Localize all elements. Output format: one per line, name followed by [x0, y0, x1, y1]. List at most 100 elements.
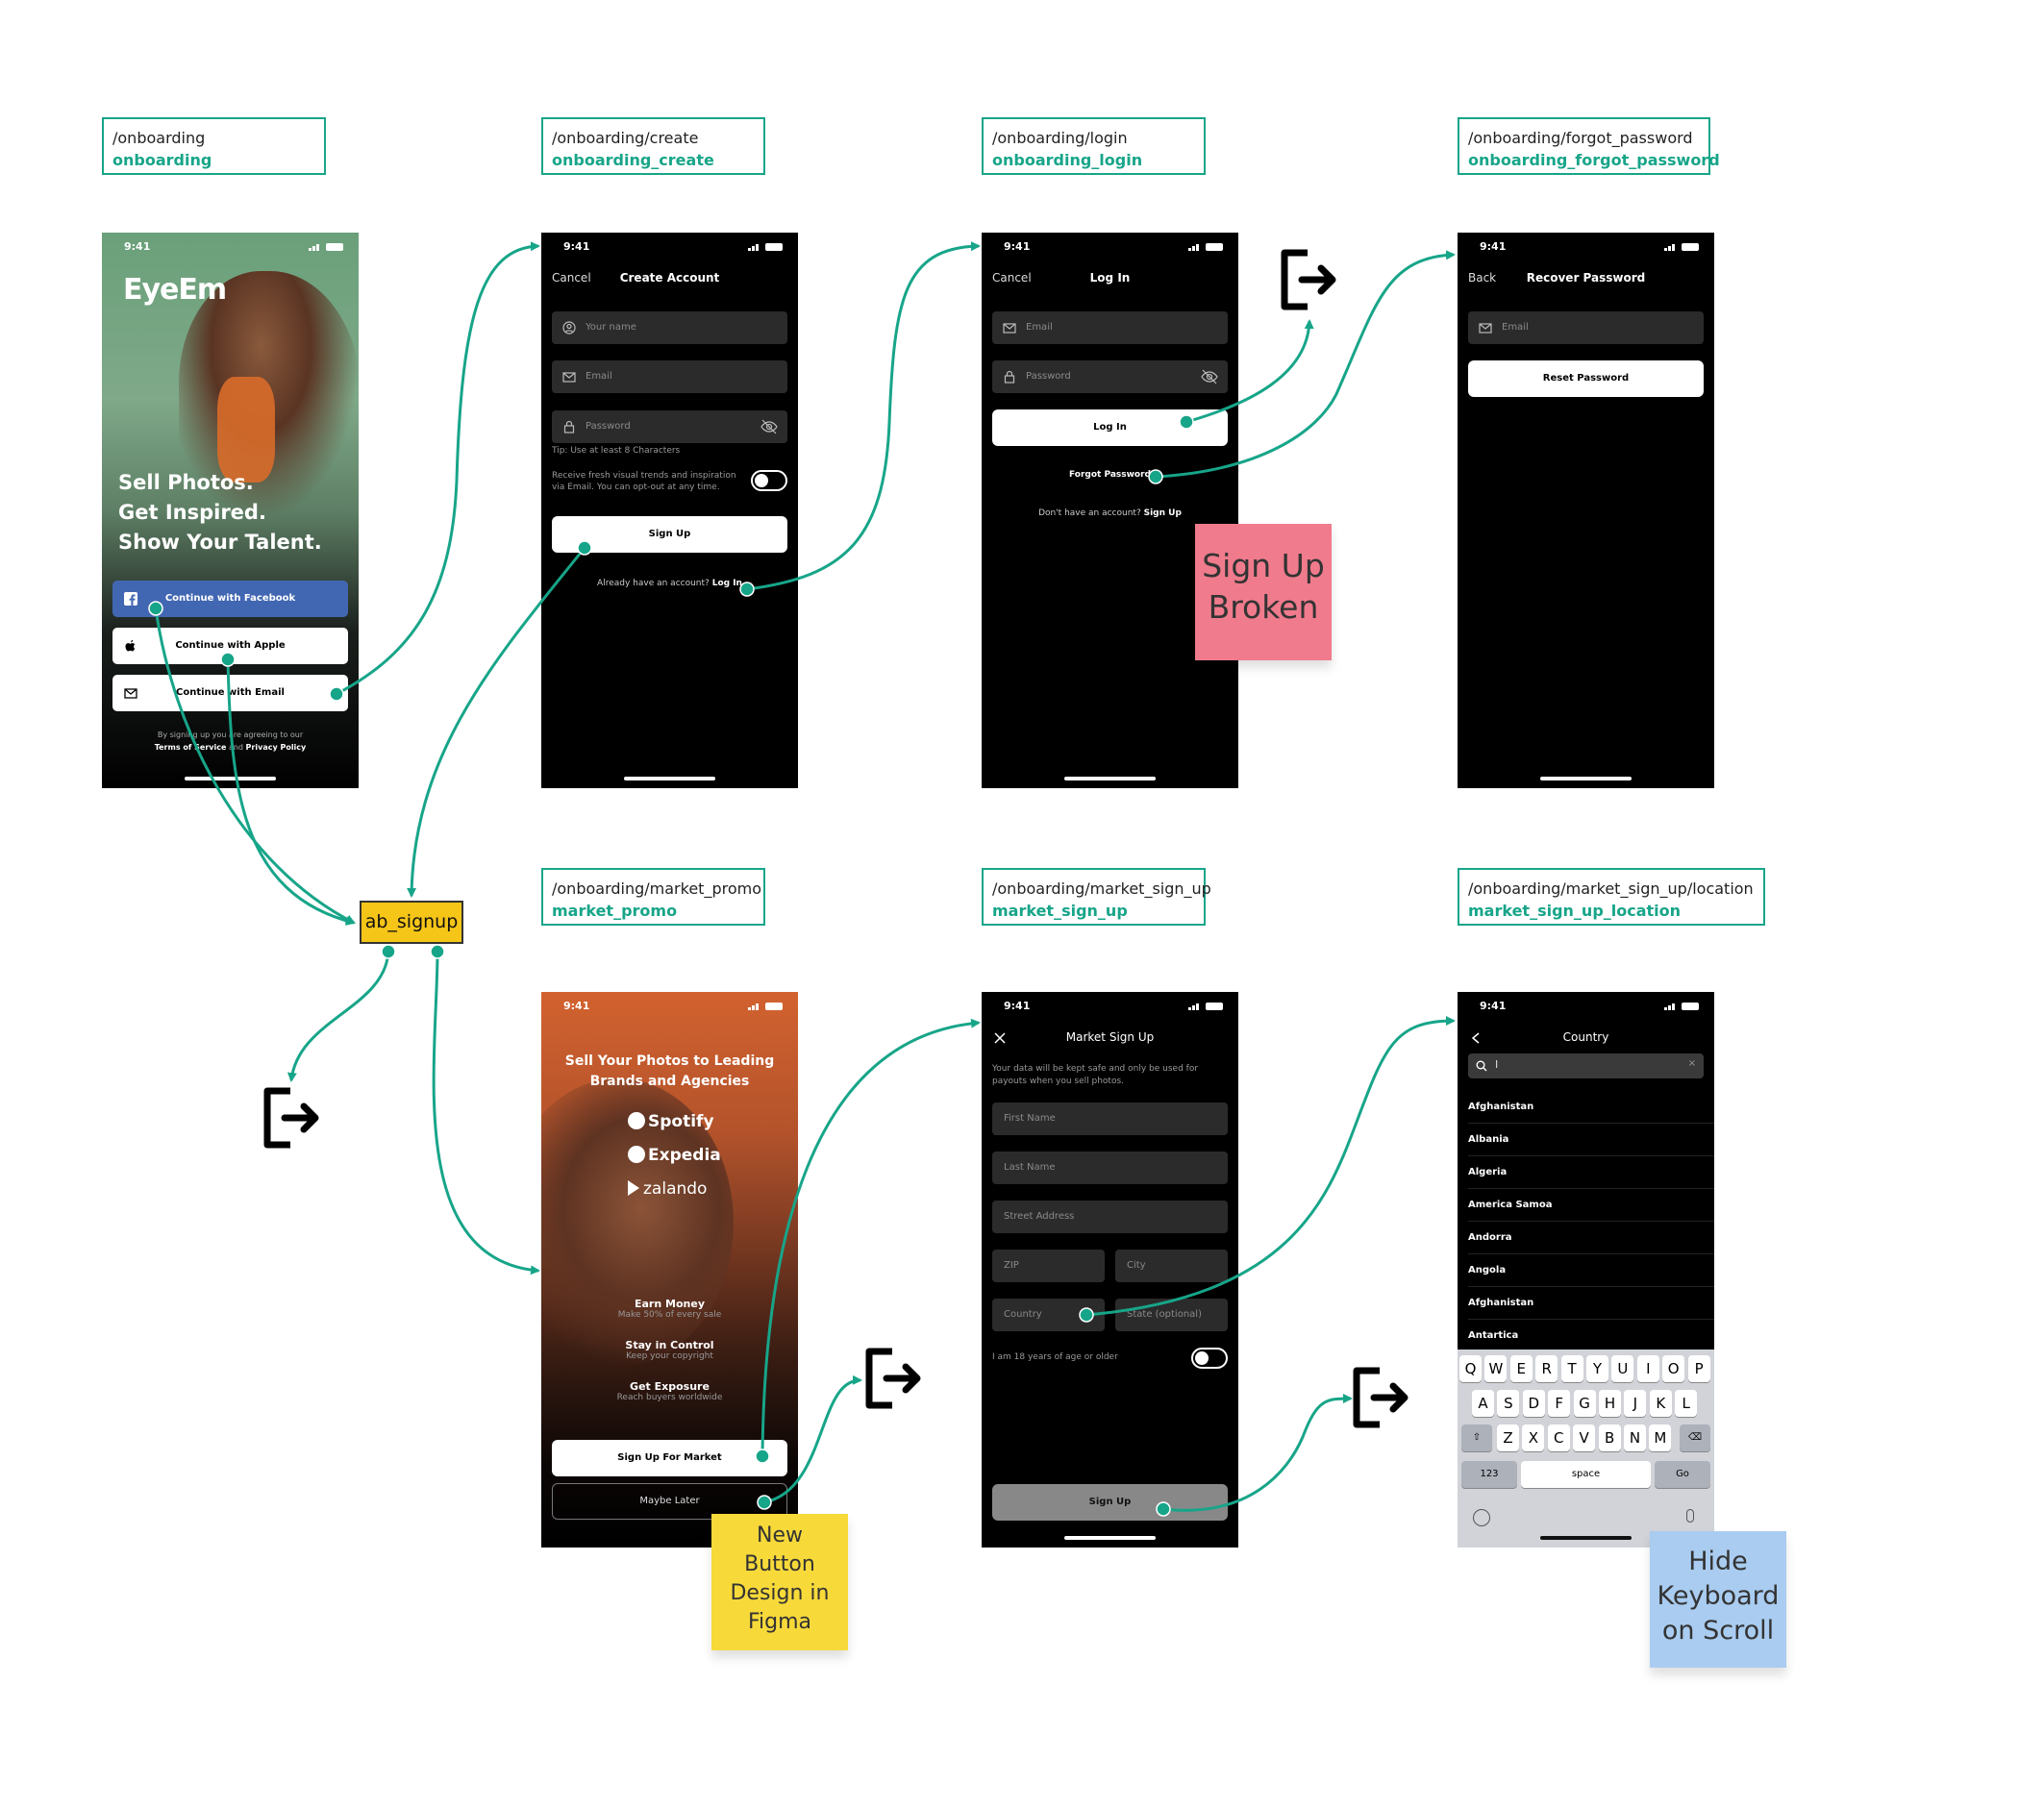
emoji-icon[interactable]: [1473, 1509, 1490, 1526]
key[interactable]: A: [1472, 1390, 1494, 1417]
country-item[interactable]: Algeria: [1468, 1156, 1714, 1189]
key[interactable]: G: [1573, 1390, 1596, 1417]
mail-icon: [562, 372, 576, 383]
country-item[interactable]: Andorra: [1468, 1222, 1714, 1254]
chevron-left-icon[interactable]: [1471, 1032, 1481, 1044]
signup-link[interactable]: Sign Up: [1143, 508, 1182, 518]
city-field[interactable]: City: [1115, 1250, 1228, 1282]
feature-subtitle: Make 50% of every sale: [617, 1310, 722, 1320]
zip-field[interactable]: ZIP: [992, 1250, 1105, 1282]
key[interactable]: H: [1599, 1390, 1621, 1417]
country-item[interactable]: Angola: [1468, 1254, 1714, 1287]
last-name-field[interactable]: Last Name: [992, 1152, 1228, 1184]
connector-dot: [755, 1449, 770, 1464]
age-label: I am 18 years of age or older: [992, 1352, 1118, 1362]
exit-icon: [1281, 249, 1336, 310]
key[interactable]: K: [1649, 1390, 1672, 1417]
key[interactable]: D: [1522, 1390, 1545, 1417]
key[interactable]: V: [1573, 1424, 1596, 1451]
key[interactable]: X: [1522, 1424, 1545, 1451]
country-search-input[interactable]: I ×: [1468, 1053, 1704, 1078]
login-link[interactable]: Log In: [711, 579, 742, 588]
first-name-field[interactable]: First Name: [992, 1102, 1228, 1135]
close-icon[interactable]: [994, 1032, 1006, 1044]
country-item[interactable]: Afghanistan: [1468, 1091, 1714, 1124]
brand-label: zalando: [643, 1179, 708, 1199]
terms-link[interactable]: Terms of Service: [154, 743, 227, 752]
cancel-button[interactable]: Cancel: [992, 271, 1032, 285]
optin-toggle[interactable]: [751, 470, 787, 491]
connector-dot: [577, 540, 592, 556]
key[interactable]: L: [1675, 1390, 1698, 1417]
space-key[interactable]: space: [1521, 1461, 1651, 1488]
key[interactable]: I: [1636, 1355, 1659, 1382]
status-time: 9:41: [124, 240, 151, 253]
email-field[interactable]: Email: [552, 360, 787, 393]
connector-create-login-to-login: [746, 241, 981, 591]
route-path: /onboarding/market_sign_up: [992, 879, 1211, 898]
connector-dot: [1156, 1501, 1171, 1517]
key[interactable]: Q: [1459, 1355, 1482, 1382]
home-indicator: [1540, 1536, 1632, 1540]
cancel-button[interactable]: Cancel: [552, 271, 591, 285]
backspace-key[interactable]: ⌫: [1680, 1424, 1710, 1451]
password-field[interactable]: Password: [552, 410, 787, 443]
status-icons: [1664, 1003, 1699, 1010]
shift-key[interactable]: ⇧: [1461, 1424, 1492, 1451]
connector-facebook-to-ab: [154, 607, 356, 925]
brand-list: Spotify Expedia zalando: [628, 1105, 721, 1206]
key[interactable]: B: [1598, 1424, 1621, 1451]
route-path: /onboarding/create: [552, 129, 699, 147]
email-field[interactable]: Email: [992, 311, 1228, 344]
note-hide-keyboard: Hide Keyboard on Scroll: [1650, 1531, 1786, 1668]
button-label: Continue with Apple: [175, 640, 286, 651]
status-icons: [748, 243, 783, 251]
status-icons: [1664, 243, 1699, 251]
country-item[interactable]: Albania: [1468, 1124, 1714, 1156]
key[interactable]: Y: [1586, 1355, 1608, 1382]
status-icons: [309, 243, 343, 251]
screen-create-account: 9:41 Cancel Create Account Your name Ema…: [541, 233, 798, 788]
age-toggle[interactable]: [1191, 1348, 1228, 1369]
key[interactable]: W: [1484, 1355, 1508, 1382]
key[interactable]: J: [1624, 1390, 1647, 1417]
key[interactable]: P: [1687, 1355, 1710, 1382]
key[interactable]: R: [1535, 1355, 1558, 1382]
key[interactable]: E: [1509, 1355, 1533, 1382]
country-item[interactable]: America Samoa: [1468, 1189, 1714, 1222]
country-item[interactable]: Afghanistan: [1468, 1287, 1714, 1320]
key[interactable]: T: [1560, 1355, 1583, 1382]
state-field[interactable]: State (optional): [1115, 1299, 1228, 1331]
eye-off-icon[interactable]: [1201, 369, 1218, 384]
clear-search-button[interactable]: ×: [1687, 1058, 1696, 1069]
user-icon: [562, 321, 576, 334]
microphone-icon[interactable]: [1686, 1509, 1694, 1523]
email-field[interactable]: Email: [1468, 311, 1704, 344]
go-key[interactable]: Go: [1655, 1461, 1710, 1488]
key[interactable]: Z: [1497, 1424, 1519, 1451]
connector-ab-to-exit-left: [287, 951, 390, 1082]
back-button[interactable]: Back: [1468, 271, 1497, 285]
eye-off-icon[interactable]: [760, 419, 778, 434]
route-label-login: /onboarding/login onboarding_login: [982, 117, 1206, 175]
key[interactable]: M: [1649, 1424, 1672, 1451]
password-field[interactable]: Password: [992, 360, 1228, 393]
street-address-field[interactable]: Street Address: [992, 1201, 1228, 1233]
privacy-link[interactable]: Privacy Policy: [245, 743, 307, 752]
key[interactable]: S: [1497, 1390, 1520, 1417]
sign-up-button-disabled[interactable]: Sign Up: [992, 1484, 1228, 1521]
status-time: 9:41: [1480, 240, 1507, 253]
forgot-password-link[interactable]: Forgot Password: [1069, 470, 1151, 480]
maybe-later-button[interactable]: Maybe Later: [552, 1483, 787, 1520]
key[interactable]: O: [1662, 1355, 1685, 1382]
name-field[interactable]: Your name: [552, 311, 787, 344]
key[interactable]: U: [1611, 1355, 1634, 1382]
brand-spotify: Spotify: [628, 1105, 721, 1139]
home-indicator: [185, 777, 276, 780]
sign-up-market-button[interactable]: Sign Up For Market: [552, 1440, 787, 1476]
key[interactable]: N: [1624, 1424, 1646, 1451]
numbers-key[interactable]: 123: [1461, 1461, 1517, 1488]
key[interactable]: F: [1548, 1390, 1571, 1417]
reset-password-button[interactable]: Reset Password: [1468, 360, 1704, 397]
key[interactable]: C: [1547, 1424, 1570, 1451]
